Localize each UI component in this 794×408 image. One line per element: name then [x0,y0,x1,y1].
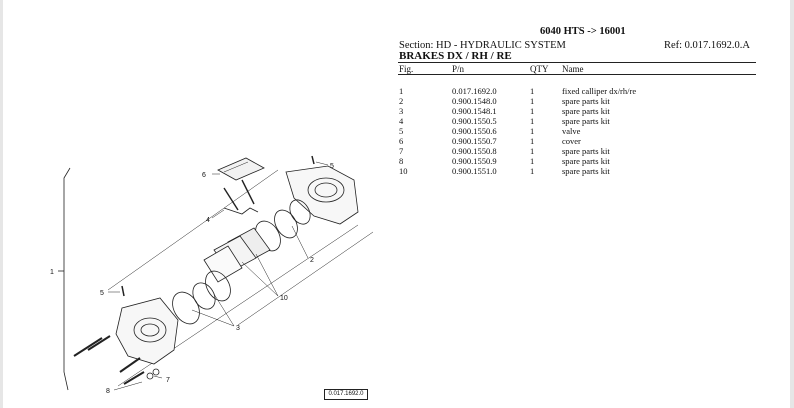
callout-8: 8 [106,388,110,395]
callout-7: 7 [166,377,170,384]
leader-line [113,381,143,391]
cover-plate [217,157,265,181]
cell-fig: 8 [399,156,404,166]
col-header-qty: QTY [530,64,549,74]
cell-fig: 3 [399,106,404,116]
model-title: 6040 HTS -> 16001 [540,26,626,37]
washer [152,368,160,376]
cell-qty: 1 [530,116,535,126]
cell-fig: 4 [399,116,404,126]
cell-qty: 1 [530,136,535,146]
cell-qty: 1 [530,156,535,166]
callout-4: 4 [206,217,210,224]
shim-plate [203,245,243,283]
bleed-valve [121,285,125,297]
col-header-name: Name [562,64,584,74]
drawing-number-stamp: 0.017.1692.0 [324,389,368,400]
cell-pn: 0.900.1550.7 [452,136,497,146]
callout-1: 1 [50,269,54,276]
bolt [73,337,103,357]
caliper-bore [133,317,167,343]
seal-ring [274,209,298,239]
col-header-pn: P/n [452,64,465,74]
cell-name: spare parts kit [562,106,610,116]
col-header-fig: Fig. [399,64,414,74]
caliper-bore [307,177,345,203]
cell-pn: 0.900.1550.8 [452,146,497,156]
callout-5-lower: 5 [100,290,104,297]
leader-line [211,209,225,219]
cell-fig: 7 [399,146,404,156]
bolt [119,357,141,373]
right-border [790,0,794,408]
leader-line [255,253,279,297]
seal-ring [289,199,311,225]
seal-ring [205,270,231,302]
bolt [123,371,145,385]
header-rule [398,62,756,63]
pin [241,179,255,205]
bleed-valve [311,155,315,165]
pin [223,187,239,211]
cell-name: spare parts kit [562,96,610,106]
cell-fig: 2 [399,96,404,106]
cell-name: spare parts kit [562,116,610,126]
cell-name: cover [562,136,581,146]
callout-6: 6 [202,172,206,179]
leader-line [241,261,279,297]
reference-label: Ref: 0.017.1692.0.A [663,40,750,51]
washer [146,372,154,380]
bolt [87,335,111,351]
guide-line [107,169,279,291]
cell-fig: 1 [399,86,404,96]
column-header-rule [398,74,756,75]
caliper-half-upper [285,165,359,225]
callout-bracket [63,167,71,391]
cell-name: fixed calliper dx/rh/re [562,86,637,96]
page-title: BRAKES DX / RH / RE [399,50,512,62]
cell-pn: 0.900.1548.0 [452,96,497,106]
cell-qty: 1 [530,96,535,106]
cell-name: spare parts kit [562,146,610,156]
cell-name: spare parts kit [562,166,610,176]
leader-line [213,293,235,327]
leader-line [291,225,309,259]
cell-qty: 1 [530,166,535,176]
cell-pn: 0.900.1550.6 [452,126,497,136]
leader-line [153,375,163,379]
cell-fig: 6 [399,136,404,146]
guide-line [237,231,374,326]
callout-2: 2 [310,257,314,264]
section-label: Section: HD - HYDRAULIC SYSTEM [399,40,566,51]
left-border [0,0,3,408]
leader-line [191,309,235,327]
cell-qty: 1 [530,146,535,156]
cell-pn: 0.017.1692.0 [452,86,497,96]
piston [172,291,200,325]
callout-10: 10 [280,295,288,302]
cell-pn: 0.900.1550.9 [452,156,497,166]
callout-3: 3 [236,325,240,332]
callout-5-upper: 5 [330,163,334,170]
cell-qty: 1 [530,126,535,136]
exploded-parts-diagram: 1 2 3 4 5 5 6 7 8 10 [50,155,374,395]
cell-pn: 0.900.1550.5 [452,116,497,126]
cell-pn: 0.900.1551.0 [452,166,497,176]
leader-line [315,161,329,166]
cell-name: valve [562,126,581,136]
cell-qty: 1 [530,106,535,116]
caliper-half-lower [115,297,179,365]
cell-fig: 5 [399,126,404,136]
cell-name: spare parts kit [562,156,610,166]
spring-clip [223,207,259,215]
cell-fig: 10 [399,166,408,176]
cell-qty: 1 [530,86,535,96]
cell-pn: 0.900.1548.1 [452,106,497,116]
